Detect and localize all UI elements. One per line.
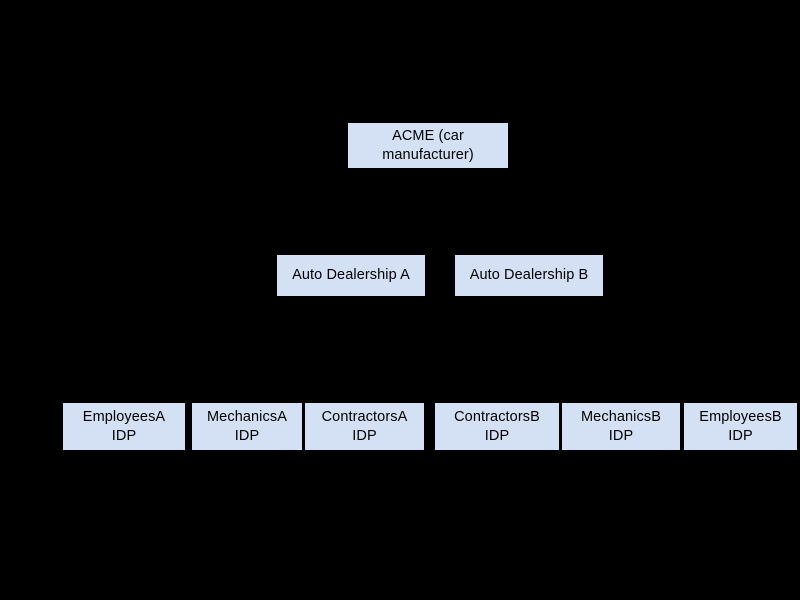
node-contractorsb-idp[interactable]: ContractorsB IDP: [435, 403, 559, 450]
node-employeesb-idp[interactable]: EmployeesB IDP: [684, 403, 797, 450]
node-mechanicsa-idp-label: MechanicsA IDP: [207, 408, 287, 444]
node-auto-dealership-a[interactable]: Auto Dealership A: [277, 255, 425, 296]
edge-dealership-b-to-contractorsb: [496, 296, 530, 403]
node-employeesa-idp-label: EmployeesA IDP: [82, 408, 166, 444]
node-auto-dealership-b[interactable]: Auto Dealership B: [455, 255, 603, 296]
edge-dealership-b-to-employeesb: [528, 296, 741, 403]
edge-dealership-a-to-contractorsa: [350, 296, 365, 403]
node-acme-label: ACME (car manufacturer): [382, 127, 474, 163]
node-contractorsa-idp[interactable]: ContractorsA IDP: [305, 403, 424, 450]
edge-dealership-a-to-employeesa: [123, 296, 352, 403]
edge-acme-to-dealership-a: [350, 168, 429, 255]
edge-dealership-a-to-mechanicsa: [246, 296, 352, 403]
edge-acme-to-dealership-b: [427, 168, 530, 255]
node-employeesa-idp[interactable]: EmployeesA IDP: [63, 403, 185, 450]
node-auto-dealership-b-label: Auto Dealership B: [469, 267, 589, 284]
edge-dealership-b-to-mechanicsb: [528, 296, 622, 403]
node-acme[interactable]: ACME (car manufacturer): [348, 123, 508, 168]
node-employeesb-idp-label: EmployeesB IDP: [699, 408, 782, 444]
node-mechanicsb-idp-label: MechanicsB IDP: [581, 408, 661, 444]
node-contractorsa-idp-label: ContractorsA IDP: [321, 408, 408, 444]
node-auto-dealership-a-label: Auto Dealership A: [292, 267, 410, 284]
node-contractorsb-idp-label: ContractorsB IDP: [454, 408, 540, 444]
node-mechanicsa-idp[interactable]: MechanicsA IDP: [192, 403, 302, 450]
node-mechanicsb-idp[interactable]: MechanicsB IDP: [562, 403, 680, 450]
